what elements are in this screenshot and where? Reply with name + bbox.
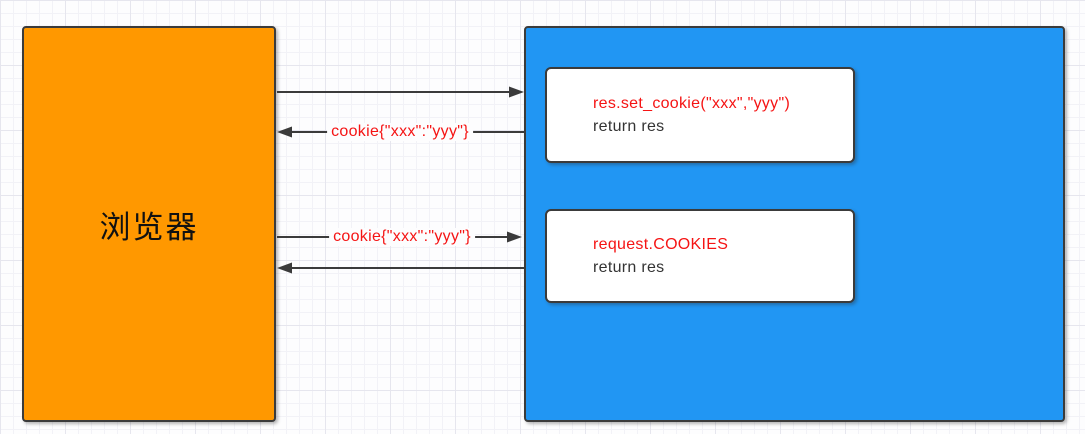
request-cookies-code-line: request.COOKIES (593, 236, 729, 253)
response-set-cookie-label: cookie{"xxx":"yyy"} (327, 123, 473, 141)
set-cookie-code-box: res.set_cookie("xxx","yyy") return res (545, 67, 855, 163)
arrow-request-top (277, 86, 524, 98)
set-cookie-code-line: res.set_cookie("xxx","yyy") (593, 95, 791, 112)
arrow-response-bottom (277, 262, 524, 274)
request-cookies-code-box: request.COOKIES return res (545, 209, 855, 303)
browser-label: 浏览器 (99, 209, 199, 245)
browser-box: 浏览器 (22, 26, 276, 422)
request-with-cookie-label: cookie{"xxx":"yyy"} (329, 228, 475, 246)
set-cookie-return-line: return res (593, 118, 665, 135)
server-box: res.set_cookie("xxx","yyy") return res r… (524, 26, 1065, 422)
request-cookies-return-line: return res (593, 259, 665, 276)
